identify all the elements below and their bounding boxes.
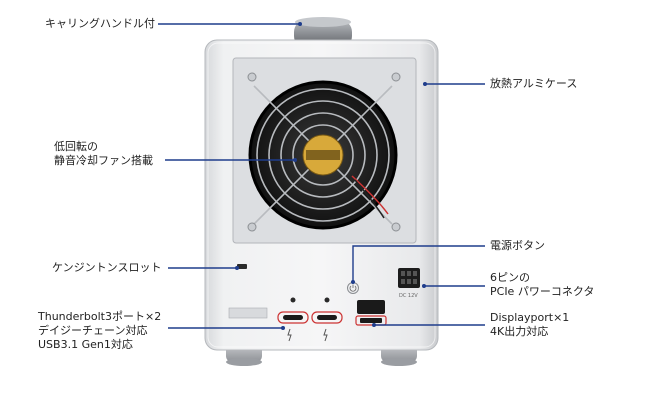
label-pcie: 6ピンの PCIe パワーコネクタ — [490, 271, 594, 299]
label-tb-line1: Thunderbolt3ポート×2 — [38, 310, 162, 323]
callout-lines — [158, 22, 485, 330]
label-pcie-line2: PCIe パワーコネクタ — [490, 285, 595, 298]
label-tb-line2: デイジーチェーン対応 — [38, 324, 148, 337]
power-spec-label: DC 12V — [399, 293, 418, 299]
label-displayport: Displayport×1 4K出力対応 — [490, 311, 569, 339]
label-power-button: 電源ボタン — [490, 239, 545, 252]
label-pcie-line1: 6ピンの — [490, 271, 530, 284]
label-fan-line1: 低回転の — [54, 140, 98, 153]
label-carry-handle: キャリングハンドル付 — [45, 17, 155, 30]
label-dp-line1: Displayport×1 — [490, 311, 570, 324]
label-fan: 低回転の 静音冷却ファン搭載 — [54, 140, 153, 168]
thunderbolt-ports — [277, 297, 343, 342]
fan-screws — [247, 72, 401, 232]
model-plate — [228, 307, 268, 319]
kensington-slot — [237, 264, 247, 269]
label-fan-line2: 静音冷却ファン搭載 — [54, 154, 153, 167]
label-dp-line2: 4K出力対応 — [490, 325, 549, 338]
pcie-power-connector — [398, 268, 420, 288]
label-thunderbolt: Thunderbolt3ポート×2 デイジーチェーン対応 USB3.1 Gen1… — [38, 310, 161, 352]
label-kensington: ケンジントンスロット — [52, 261, 162, 274]
displayport-port — [355, 300, 387, 326]
label-heat-case: 放熱アルミケース — [490, 77, 578, 90]
label-tb-line3: USB3.1 Gen1対応 — [38, 338, 133, 351]
cooling-fan — [248, 80, 398, 230]
power-button-graphic — [347, 282, 359, 294]
